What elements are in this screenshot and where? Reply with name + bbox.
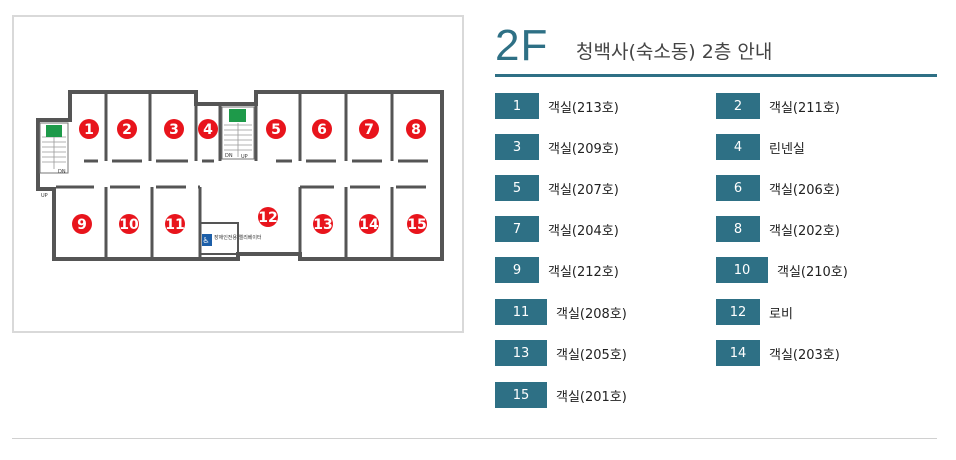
legend-label: 객실(204호): [548, 223, 619, 239]
room-marker-1: 1: [79, 119, 99, 139]
accessible-elevator: ♿ 장애인전용 엘리베이터: [202, 234, 262, 246]
legend-number-badge: 3: [495, 134, 539, 160]
legend-label: 객실(207호): [548, 182, 619, 198]
room-marker-4: 4: [198, 119, 218, 139]
stair-up-label: UP: [41, 193, 48, 199]
legend-number-badge: 8: [716, 216, 760, 242]
legend-item-9: 9 객실(212호): [495, 257, 619, 283]
svg-text:12: 12: [258, 210, 277, 226]
legend-label: 로비: [769, 306, 793, 322]
legend-number-badge: 7: [495, 216, 539, 242]
room-marker-8: 8: [406, 119, 426, 139]
floor-label: 2F: [495, 21, 549, 70]
stair-down-label: DN: [58, 169, 66, 175]
room-marker-15: 15: [407, 214, 427, 234]
room-marker-7: 7: [359, 119, 379, 139]
page-title: 청백사(숙소동) 2층 안내: [576, 41, 773, 63]
legend-number-badge: 11: [495, 299, 547, 325]
legend-number-badge: 10: [716, 257, 768, 283]
legend-label: 객실(209호): [548, 141, 619, 157]
legend-number-badge: 9: [495, 257, 539, 283]
room-marker-3: 3: [164, 119, 184, 139]
legend-item-15: 15 객실(201호): [495, 382, 627, 408]
legend-item-8: 8 객실(202호): [716, 216, 840, 242]
legend-label: 객실(202호): [769, 223, 840, 239]
exit-sign-icon: [229, 109, 246, 122]
room-marker-6: 6: [312, 119, 332, 139]
legend-item-4: 4 린넨실: [716, 134, 805, 160]
legend-label: 객실(205호): [556, 347, 627, 363]
wheelchair-icon: [202, 234, 212, 246]
svg-text:13: 13: [313, 217, 332, 233]
legend-item-14: 14 객실(203호): [716, 340, 840, 366]
svg-text:9: 9: [77, 217, 87, 233]
svg-text:♿: ♿: [202, 236, 209, 245]
svg-text:14: 14: [359, 217, 379, 233]
exit-sign-icon: [46, 125, 62, 137]
stair-up-label: UP: [241, 154, 248, 160]
legend-item-13: 13 객실(205호): [495, 340, 627, 366]
legend-item-5: 5 객실(207호): [495, 175, 619, 201]
stair-left: UP DN: [39, 122, 69, 199]
svg-text:5: 5: [271, 122, 281, 138]
room-marker-10: 10: [119, 214, 139, 234]
room-marker-14: 14: [359, 214, 379, 234]
legend-number-badge: 2: [716, 93, 760, 119]
legend-label: 객실(201호): [556, 389, 627, 405]
legend-number-badge: 14: [716, 340, 760, 366]
svg-text:6: 6: [317, 122, 327, 138]
legend-number-badge: 15: [495, 382, 547, 408]
svg-text:4: 4: [203, 122, 213, 138]
legend-item-12: 12 로비: [716, 299, 793, 325]
legend-label: 린넨실: [769, 141, 805, 157]
legend-number-badge: 1: [495, 93, 539, 119]
legend-item-6: 6 객실(206호): [716, 175, 840, 201]
room-marker-5: 5: [266, 119, 286, 139]
legend-item-1: 1 객실(213호): [495, 93, 619, 119]
svg-text:1: 1: [84, 122, 94, 138]
room-marker-13: 13: [313, 214, 333, 234]
stair-down-label: DN: [225, 153, 233, 159]
legend-item-11: 11 객실(208호): [495, 299, 627, 325]
legend-label: 객실(212호): [548, 264, 619, 280]
legend-label: 객실(208호): [556, 306, 627, 322]
svg-text:8: 8: [411, 122, 421, 138]
title-area: 2F 청백사(숙소동) 2층 안내: [495, 18, 937, 78]
legend-number-badge: 6: [716, 175, 760, 201]
svg-text:3: 3: [169, 122, 179, 138]
room-marker-2: 2: [117, 119, 137, 139]
room-marker-12: 12: [258, 207, 278, 227]
legend-label: 객실(210호): [777, 264, 848, 280]
legend-number-badge: 13: [495, 340, 547, 366]
legend-number-badge: 4: [716, 134, 760, 160]
svg-text:2: 2: [122, 122, 132, 138]
accessible-note: 장애인전용 엘리베이터: [214, 234, 262, 241]
room-marker-11: 11: [165, 214, 185, 234]
legend-item-3: 3 객실(209호): [495, 134, 619, 160]
legend-item-7: 7 객실(204호): [495, 216, 619, 242]
legend-number-badge: 12: [716, 299, 760, 325]
legend-number-badge: 5: [495, 175, 539, 201]
legend-item-10: 10 객실(210호): [716, 257, 848, 283]
legend-label: 객실(213호): [548, 100, 619, 116]
legend-item-2: 2 객실(211호): [716, 93, 840, 119]
stair-middle: DN UP: [221, 106, 255, 160]
legend-label: 객실(206호): [769, 182, 840, 198]
svg-text:7: 7: [364, 122, 374, 138]
footer-divider: [12, 438, 937, 439]
room-marker-9: 9: [72, 214, 92, 234]
svg-text:10: 10: [119, 217, 139, 233]
title-divider: [495, 74, 937, 77]
svg-text:15: 15: [407, 217, 426, 233]
legend-label: 객실(211호): [769, 100, 840, 116]
legend-label: 객실(203호): [769, 347, 840, 363]
svg-text:11: 11: [165, 217, 184, 233]
